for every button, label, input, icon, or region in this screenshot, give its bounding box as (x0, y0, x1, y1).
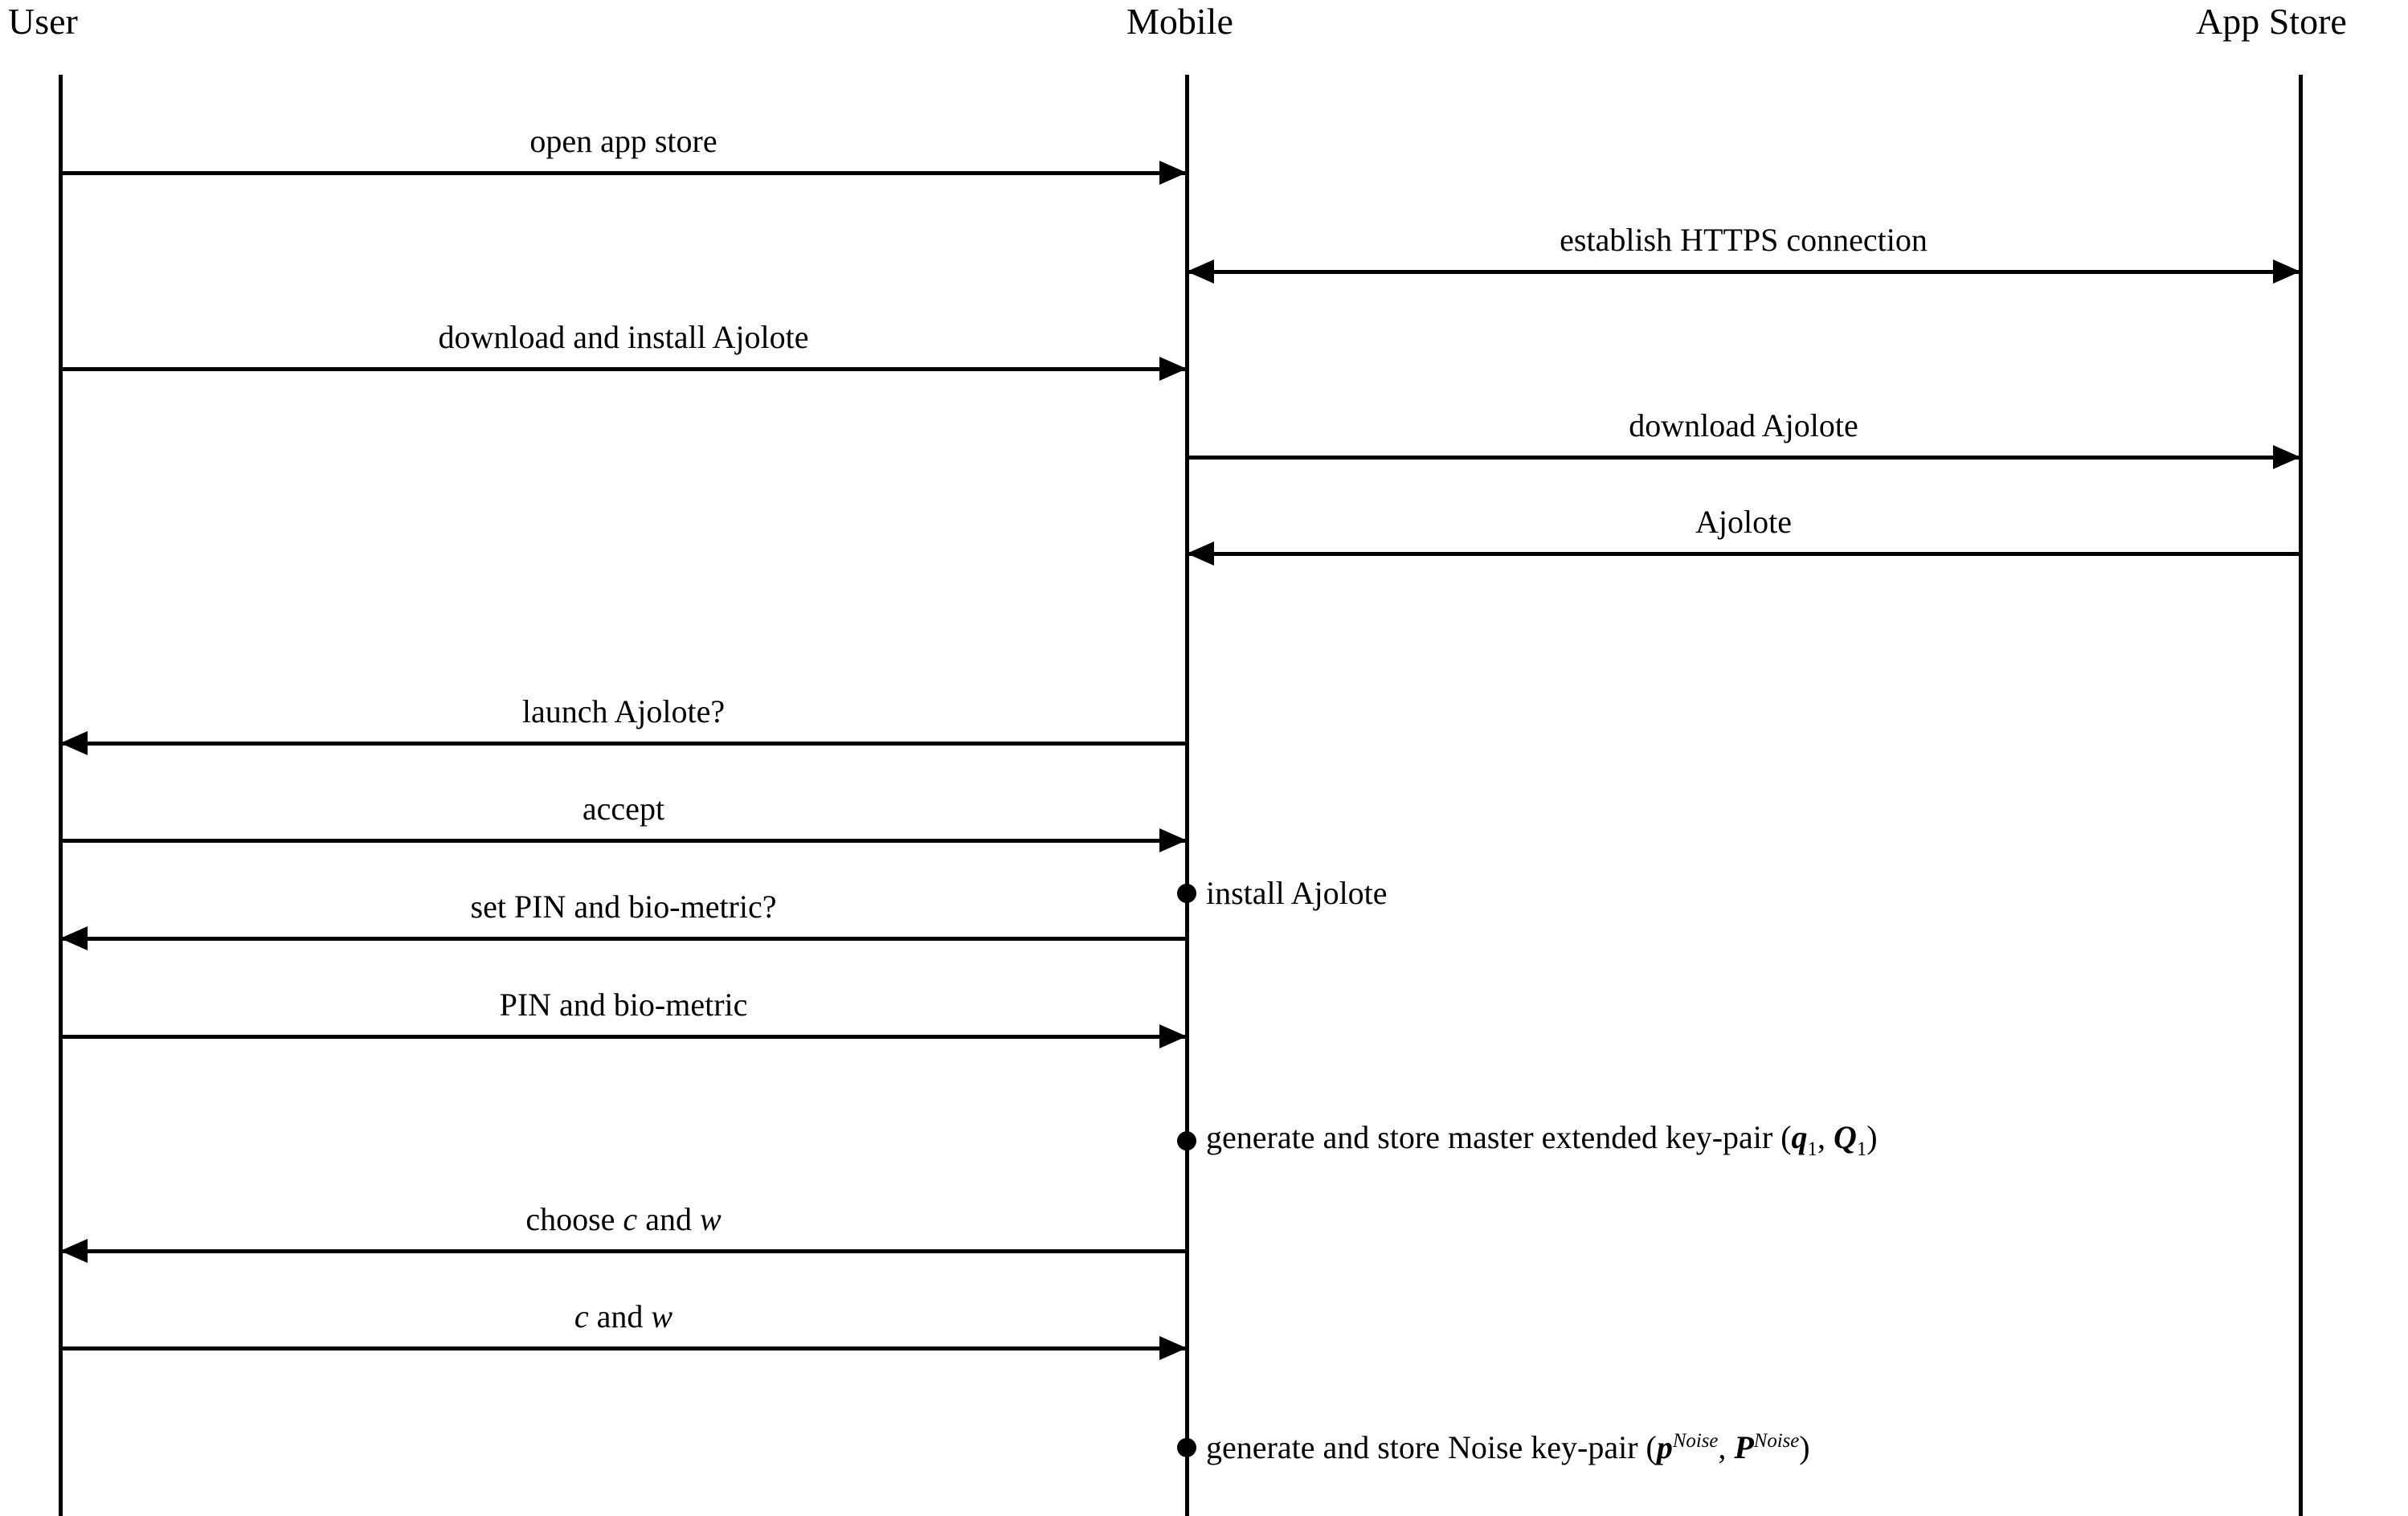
arrowhead-right-icon (1159, 1336, 1187, 1360)
choose-word: choose (525, 1201, 615, 1237)
note-generate-master-extended-key-pair: generate and store master extended key-p… (1177, 1119, 1878, 1161)
note-prefix: generate and store Noise key-pair (1206, 1429, 1638, 1466)
arrowhead-left-icon (1187, 259, 1214, 284)
math-var-c: c (574, 1298, 589, 1334)
math-var-Q: Q (1833, 1119, 1857, 1156)
math-var-P: P (1734, 1429, 1754, 1466)
lifeline-mobile (1185, 75, 1189, 1516)
message-label: download and install Ajolote (438, 319, 809, 355)
arrowhead-right-icon (2273, 445, 2300, 469)
math-var-w: w (651, 1298, 673, 1334)
message-line (60, 171, 1187, 175)
note-prefix: generate and store master extended key-p… (1206, 1119, 1773, 1156)
and-word: and (645, 1201, 692, 1237)
message-label: download Ajolote (1629, 407, 1858, 443)
message-line (1187, 456, 2300, 460)
arrowhead-left-icon (60, 731, 88, 755)
lifeline-app-store (2299, 75, 2303, 1516)
message-label: c and w (60, 1300, 1187, 1334)
arrowhead-right-icon (1159, 357, 1187, 381)
math-var-c: c (623, 1201, 638, 1237)
message-line (60, 937, 1187, 941)
event-dot-icon (1177, 1437, 1196, 1457)
message-line (60, 1249, 1187, 1253)
arrowhead-right-icon (1159, 828, 1187, 852)
message-label: launch Ajolote? (521, 693, 726, 729)
message-line (1187, 270, 2300, 274)
message-label: establish HTTPS connection (1560, 222, 1928, 258)
message-line (60, 367, 1187, 371)
event-dot-icon (1177, 1130, 1196, 1150)
message-label: choose c and w (60, 1203, 1187, 1236)
arrowhead-left-icon (60, 926, 88, 950)
math-var-p: p (1656, 1429, 1673, 1466)
note-text: generate and store Noise key-pair (pNois… (1206, 1429, 1810, 1466)
math-sup-noise-p: Noise (1672, 1429, 1719, 1452)
lifeline-user (59, 75, 63, 1516)
note-text: generate and store master extended key-p… (1206, 1119, 1878, 1161)
message-label: open app store (529, 123, 717, 159)
math-var-q: q (1791, 1119, 1808, 1156)
actor-label-user: User (8, 1, 78, 42)
message-line (60, 1035, 1187, 1039)
arrowhead-right-icon (2273, 259, 2300, 284)
message-line (60, 1346, 1187, 1351)
math-sub-q: 1 (1807, 1138, 1817, 1161)
note-generate-noise-key-pair: generate and store Noise key-pair (pNois… (1177, 1429, 1810, 1466)
message-label: Ajolote (1695, 504, 1792, 540)
math-sub-Q: 1 (1856, 1138, 1867, 1161)
math-var-w: w (699, 1201, 722, 1237)
message-line (60, 839, 1187, 843)
arrowhead-left-icon (60, 1239, 88, 1263)
message-line (60, 742, 1187, 746)
actor-label-mobile: Mobile (1126, 1, 1233, 42)
note-text: install Ajolote (1206, 875, 1388, 911)
message-label: set PIN and bio-metric? (470, 889, 777, 925)
message-label: accept (582, 791, 665, 827)
event-dot-icon (1177, 884, 1196, 903)
arrowhead-right-icon (1159, 161, 1187, 185)
and-word: and (596, 1298, 644, 1334)
message-line (1187, 552, 2300, 556)
arrowhead-right-icon (1159, 1024, 1187, 1048)
arrowhead-left-icon (1187, 541, 1214, 566)
actor-label-app-store: App Store (2196, 1, 2347, 42)
note-install-ajolote: install Ajolote (1177, 875, 1388, 911)
message-label: PIN and bio-metric (499, 987, 748, 1023)
math-sup-noise-P: Noise (1753, 1429, 1800, 1452)
